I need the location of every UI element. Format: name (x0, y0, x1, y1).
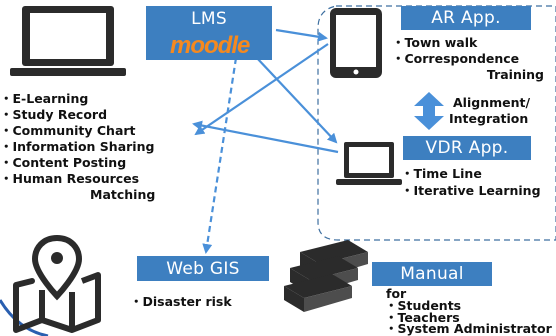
arrow-lms-to-webgis (202, 57, 238, 254)
ar-item-correspondence: ・Correspondence (392, 51, 520, 66)
alignment-arrow (414, 92, 444, 130)
manual-box: Manual (372, 262, 492, 286)
lms-feature-content-posting: ・Content Posting (0, 155, 127, 170)
arrow-lms-to-ar (275, 28, 328, 42)
vdr-app-title: VDR App. (425, 138, 509, 158)
map-icon (13, 234, 101, 333)
lms-feature-human-resources: ・Human Resources (0, 171, 140, 186)
moodle-logo-bg (146, 32, 272, 60)
web-gis-item-disaster-risk: ・Disaster risk (130, 294, 232, 309)
alignment-label-2: Integration (449, 111, 529, 126)
manual-audience-teachers: ・Teachers (385, 310, 460, 325)
vdr-app-box: VDR App. (403, 136, 531, 160)
alignment-label-1: Alignment/ (453, 95, 531, 110)
laptop-icon (10, 6, 126, 76)
lms-feature-study-record: ・Study Record (0, 107, 108, 122)
arrow-ar-to-lms-features (194, 43, 329, 136)
lms-box: LMS (146, 6, 272, 32)
ar-app-title: AR App. (431, 8, 501, 28)
ar-app-box: AR App. (401, 6, 531, 30)
arrow-vdr-to-lms-features (192, 120, 339, 154)
connection-arrows (192, 28, 339, 254)
manual-audience-system-administrator: ・System Administrator (385, 321, 552, 336)
tablet-icon (330, 8, 382, 78)
web-gis-title: Web GIS (166, 258, 240, 279)
lms-feature-information-sharing: ・Information Sharing (0, 139, 155, 154)
ar-item-training: Training (486, 67, 544, 82)
web-gis-box: Web GIS (137, 256, 269, 281)
vdr-item-time-line: ・Time Line (401, 166, 482, 181)
lms-feature-community-chart: ・Community Chart (0, 123, 136, 138)
corner-arc (0, 299, 49, 336)
ar-item-town-walk: ・Town walk (392, 35, 478, 50)
lms-title: LMS (191, 9, 227, 29)
vdr-laptop-icon (336, 142, 402, 185)
lms-feature-matching: Matching (90, 187, 156, 202)
lms-feature-e-learning: ・E-Learning (0, 91, 89, 106)
books-icon (284, 240, 368, 312)
moodle-logo: moodle (170, 32, 250, 59)
apps-group-frame (317, 5, 556, 241)
manual-audience-students: ・Students (385, 298, 462, 313)
vdr-item-iterative-learning: ・Iterative Learning (401, 183, 541, 198)
manual-for-label: for (386, 286, 407, 301)
manual-title: Manual (400, 264, 464, 284)
